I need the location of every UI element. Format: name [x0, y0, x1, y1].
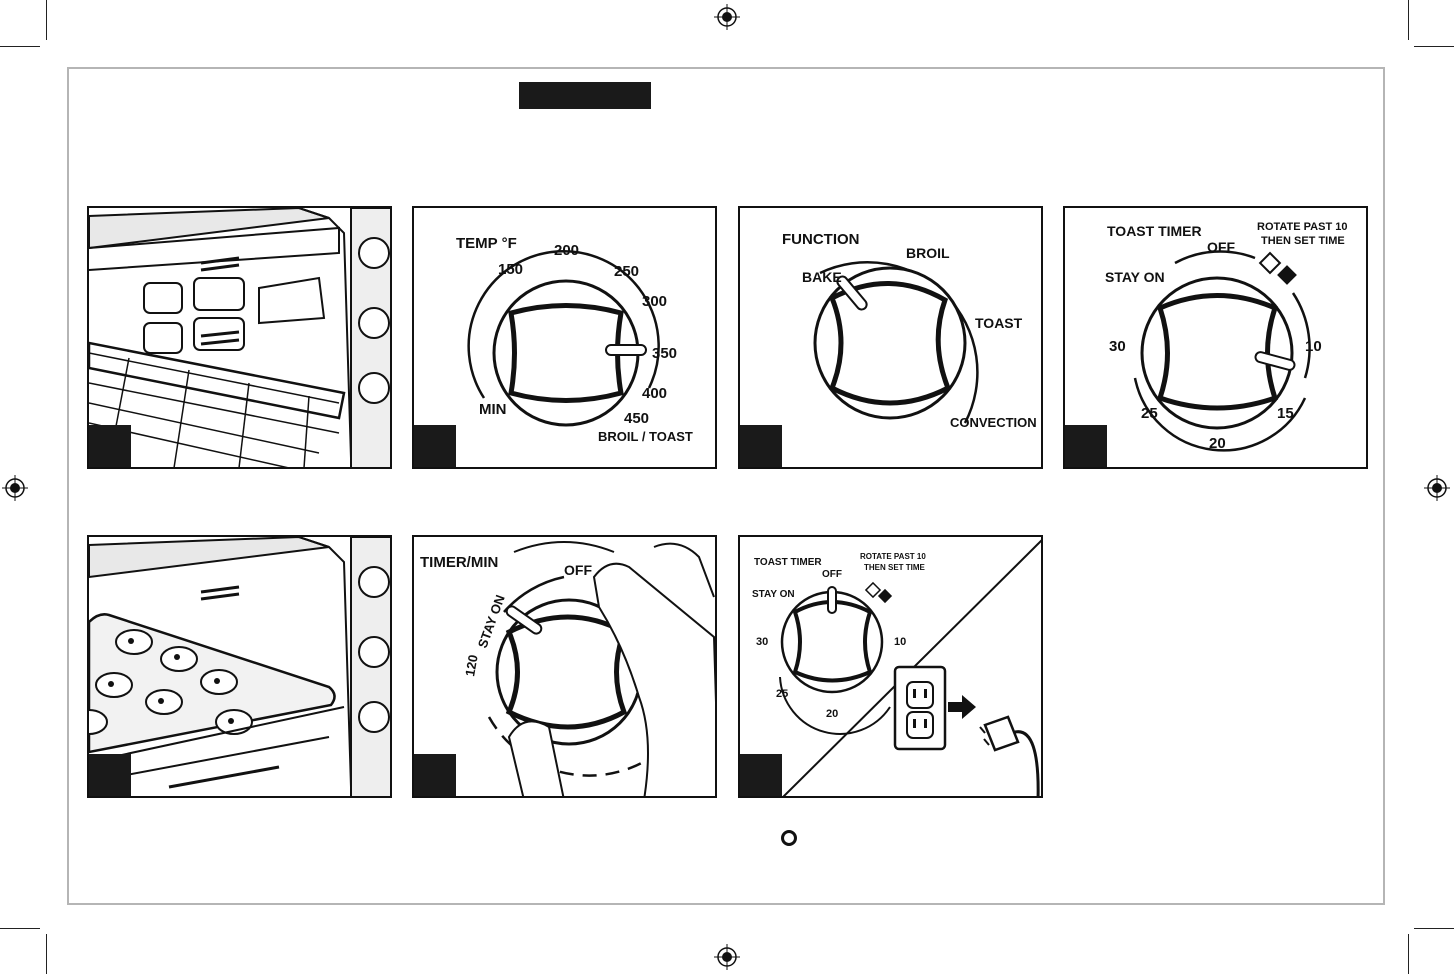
temp-mark: 200: [554, 242, 579, 259]
temp-heading: TEMP °F: [456, 235, 517, 252]
timer-unplug-illustration: TOAST TIMER ROTATE PAST 10 THEN SET TIME…: [740, 537, 1043, 798]
panel-toast-timer-dial: TOAST TIMER ROTATE PAST 10 THEN SET TIME…: [1063, 206, 1368, 469]
step-number-block: [89, 425, 131, 467]
toast-timer-mark: 30: [1109, 338, 1126, 355]
wall-outlet-icon: [895, 667, 945, 749]
toast-timer-mark: STAY ON: [1105, 269, 1165, 285]
panel-oven-rack: [87, 206, 392, 469]
crop-mark: [46, 0, 47, 40]
oven-rack-illustration: [89, 208, 392, 469]
registration-mark-icon: [2, 475, 28, 501]
registration-mark-icon: [714, 944, 740, 970]
toast-timer-mark: OFF: [1207, 239, 1235, 255]
toast-timer-illustration: TOAST TIMER ROTATE PAST 10 THEN SET TIME…: [1065, 208, 1368, 469]
panel-function-dial: FUNCTION BAKE BROIL TOAST CONVECTION: [738, 206, 1043, 469]
registration-mark-icon: [1424, 475, 1450, 501]
temp-mark: 350: [652, 345, 677, 362]
function-mark: BROIL: [906, 245, 950, 261]
temp-mark: 150: [498, 261, 523, 278]
toast-timer-mark: STAY ON: [752, 589, 795, 600]
crop-mark: [1414, 46, 1454, 47]
toast-timer-mark: 30: [756, 636, 768, 648]
header-label-block: [519, 82, 651, 109]
toast-timer-mark: 20: [1209, 435, 1226, 452]
crop-mark: [0, 928, 40, 929]
toast-timer-heading: TOAST TIMER: [1107, 223, 1202, 239]
function-mark: BAKE: [802, 269, 842, 285]
panel-timer-hand: TIMER/MIN OFF STAY ON 120: [412, 535, 717, 798]
crop-mark: [1414, 928, 1454, 929]
timer-mark: 120: [462, 654, 481, 678]
timer-hand-illustration: TIMER/MIN OFF STAY ON 120: [414, 537, 717, 798]
toast-timer-mark: OFF: [822, 569, 842, 580]
toast-timer-note: ROTATE PAST 10: [860, 552, 926, 561]
toast-timer-mark: 25: [1141, 405, 1158, 422]
oven-tray-illustration: [89, 537, 392, 798]
function-mark: CONVECTION: [950, 415, 1037, 430]
step-number-block: [740, 754, 782, 796]
panel-timer-unplug: TOAST TIMER ROTATE PAST 10 THEN SET TIME…: [738, 535, 1043, 798]
timer-heading: TIMER/MIN: [420, 554, 498, 571]
toast-timer-mark: 25: [776, 688, 788, 700]
panel-oven-tray: [87, 535, 392, 798]
step-number-block: [414, 754, 456, 796]
temp-mark: MIN: [479, 401, 507, 418]
toast-timer-mark: 10: [894, 636, 906, 648]
crop-mark: [0, 46, 40, 47]
temp-dial-illustration: TEMP °F 150 200 250 300 350 400 450 MIN …: [414, 208, 717, 469]
timer-mark: OFF: [564, 562, 592, 578]
step-number-block: [740, 425, 782, 467]
crop-mark: [46, 934, 47, 974]
toast-timer-heading: TOAST TIMER: [754, 557, 822, 568]
step-number-block: [1065, 425, 1107, 467]
function-dial-illustration: FUNCTION BAKE BROIL TOAST CONVECTION: [740, 208, 1043, 469]
power-plug-icon: [980, 717, 1038, 798]
toast-timer-note: ROTATE PAST 10: [1257, 221, 1347, 233]
temp-mark: 300: [642, 293, 667, 310]
step-number-block: [414, 425, 456, 467]
panel-temp-dial: TEMP °F 150 200 250 300 350 400 450 MIN …: [412, 206, 717, 469]
step-number-block: [89, 754, 131, 796]
toast-timer-mark: 10: [1305, 338, 1322, 355]
temp-mark: 450: [624, 410, 649, 427]
temp-mark: 250: [614, 263, 639, 280]
bullet-circle-icon: [781, 830, 797, 846]
toast-timer-note: THEN SET TIME: [864, 563, 926, 572]
function-mark: TOAST: [975, 315, 1023, 331]
crop-mark: [1408, 0, 1409, 40]
toast-timer-mark: 15: [1277, 405, 1294, 422]
toast-timer-mark: 20: [826, 708, 838, 720]
toast-timer-note: THEN SET TIME: [1261, 235, 1345, 247]
temp-mark: BROIL / TOAST: [598, 429, 693, 444]
registration-mark-icon: [714, 4, 740, 30]
crop-mark: [1408, 934, 1409, 974]
function-heading: FUNCTION: [782, 231, 860, 248]
temp-mark: 400: [642, 385, 667, 402]
